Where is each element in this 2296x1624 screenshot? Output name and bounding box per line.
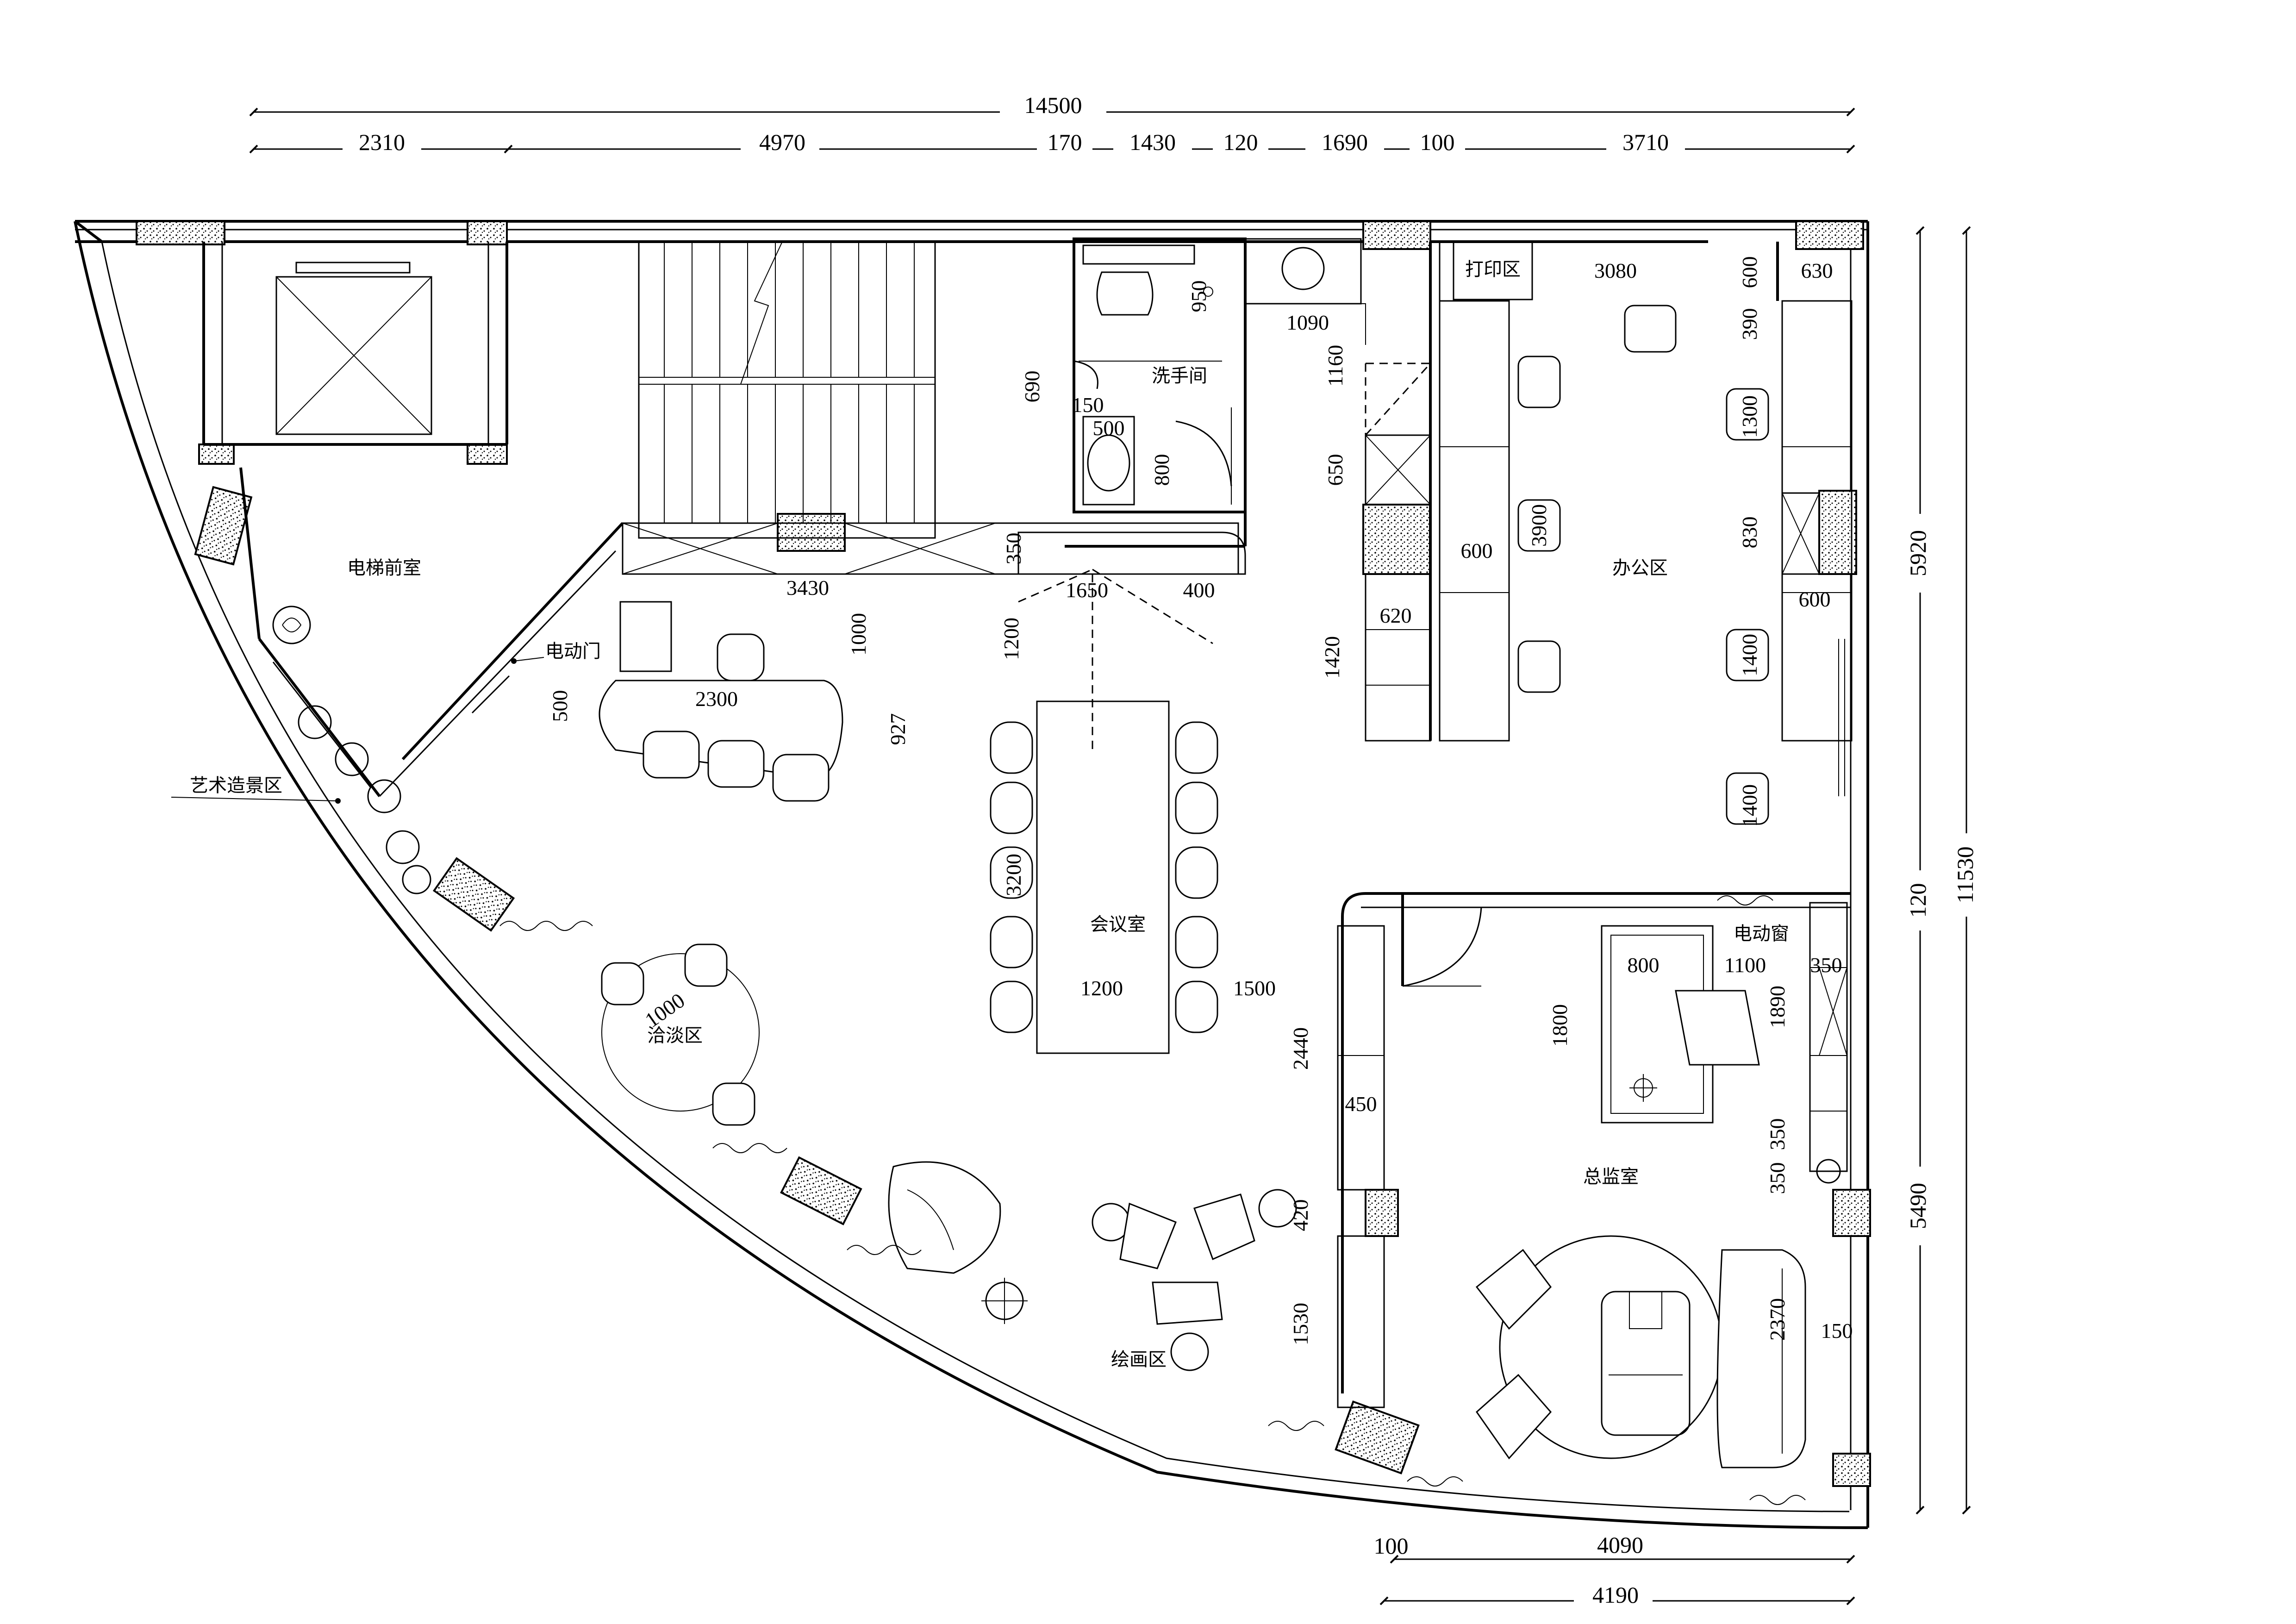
label-electric-door: 电动门	[545, 641, 601, 662]
dim-right-mid: 120	[1905, 883, 1931, 918]
dim-690: 690	[1020, 371, 1044, 403]
art-planters	[298, 705, 1806, 1505]
label-elevator-lobby: 电梯前室	[347, 557, 421, 579]
dim-600-a: 600	[1461, 539, 1493, 562]
dim-1400-a: 1400	[1738, 634, 1761, 676]
bottom-dimensions: 4190 100 4090	[1374, 1532, 1855, 1609]
label-art-area: 艺术造景区	[190, 775, 282, 796]
dim-seg-5: 120	[1223, 129, 1258, 155]
dim-450: 450	[1345, 1092, 1377, 1116]
dim-seg-4: 1430	[1129, 129, 1176, 155]
dim-1650: 1650	[1066, 578, 1108, 602]
dim-3080: 3080	[1594, 259, 1637, 282]
dim-1400-b: 1400	[1738, 784, 1761, 827]
dim-1200-b: 1200	[1080, 976, 1123, 1000]
dim-1420: 1420	[1320, 636, 1344, 679]
director-office	[1337, 892, 1851, 1468]
dim-1090: 1090	[1286, 311, 1329, 334]
dim-350-a: 350	[1002, 533, 1025, 565]
dim-1300: 1300	[1738, 395, 1761, 438]
dim-right-total: 11530	[1952, 846, 1978, 903]
label-electric-window: 电动窗	[1734, 923, 1789, 944]
dim-950: 950	[1187, 281, 1210, 312]
dim-seg-6: 1690	[1322, 129, 1368, 155]
dim-927: 927	[886, 713, 910, 745]
dim-3900: 3900	[1527, 504, 1551, 547]
dim-400: 400	[1183, 578, 1215, 602]
dim-1000-a: 1000	[847, 613, 870, 656]
label-washroom: 洗手间	[1152, 365, 1207, 387]
dim-800-a: 800	[1150, 454, 1173, 486]
dim-seg-1: 2310	[359, 129, 405, 155]
painting-area	[888, 1161, 1297, 1371]
dim-1100: 1100	[1724, 953, 1766, 977]
dim-350-c: 350	[1766, 1118, 1789, 1150]
dim-1500: 1500	[1233, 976, 1276, 1000]
label-meeting-room: 会议室	[1090, 914, 1146, 935]
top-dimensions: 14500 2310 4970 170 1430 120 1690 100 37…	[249, 92, 1855, 156]
dim-right-lower: 5490	[1905, 1183, 1931, 1229]
label-print-area: 打印区	[1465, 259, 1521, 280]
dim-2370: 2370	[1766, 1298, 1789, 1341]
office-chairs	[1517, 305, 1769, 825]
dim-3430: 3430	[786, 576, 829, 600]
structural-columns	[136, 220, 1871, 1487]
dim-1530: 1530	[1289, 1303, 1312, 1345]
dim-2300: 2300	[695, 687, 738, 711]
dim-650: 650	[1323, 454, 1347, 486]
dim-1160: 1160	[1323, 345, 1347, 387]
room-labels: 电梯前室 洗手间 打印区 办公区 会议室 洽淡区 总监室 绘画区 艺术造景区 电…	[171, 259, 1789, 1370]
dim-bottom-left: 100	[1374, 1533, 1409, 1559]
elevator-core	[202, 242, 508, 446]
dim-seg-7: 100	[1420, 129, 1455, 155]
dim-600-b: 600	[1738, 256, 1761, 288]
inner-dimensions: 950 690 150 500 800 1090 1160 650 600 62…	[548, 256, 1853, 1346]
dim-350-d: 350	[1766, 1162, 1789, 1194]
dim-390: 390	[1738, 308, 1761, 340]
dim-seg-2: 4970	[759, 129, 805, 155]
dim-seg-3: 170	[1048, 129, 1082, 155]
dim-total-width: 14500	[1024, 92, 1082, 118]
reception-desk	[599, 601, 843, 802]
label-office-area: 办公区	[1612, 557, 1668, 579]
dim-350-b: 350	[1810, 953, 1842, 977]
dim-150-b: 150	[1821, 1319, 1853, 1343]
dim-bottom-total: 4190	[1592, 1582, 1639, 1608]
building-outline	[74, 220, 1869, 1529]
dim-1890: 1890	[1766, 986, 1789, 1028]
dim-150-a: 150	[1072, 393, 1104, 417]
staircase	[379, 241, 1239, 797]
dim-420: 420	[1289, 1199, 1312, 1231]
dim-2440: 2440	[1289, 1027, 1312, 1070]
dim-600-c: 600	[1799, 587, 1831, 611]
dim-500-b: 500	[548, 690, 572, 722]
dim-3200: 3200	[1002, 854, 1025, 896]
dim-1200-a: 1200	[999, 618, 1023, 660]
label-director-office: 总监室	[1583, 1166, 1639, 1187]
dim-630: 630	[1801, 259, 1833, 282]
dim-seg-8: 3710	[1622, 129, 1669, 155]
dim-bottom-right: 4090	[1597, 1532, 1643, 1558]
right-dimensions: 5920 120 5490 11530	[1898, 226, 1978, 1515]
dim-620: 620	[1380, 604, 1412, 627]
label-painting-area: 绘画区	[1111, 1349, 1167, 1370]
meeting-room	[990, 568, 1218, 1054]
dim-800-b: 800	[1628, 953, 1660, 977]
label-negotiation-area: 洽淡区	[647, 1025, 703, 1046]
lobby-partition	[239, 467, 510, 797]
dim-500-a: 500	[1093, 416, 1125, 440]
dim-right-upper: 5920	[1905, 530, 1931, 576]
dim-830: 830	[1738, 517, 1761, 549]
negotiation-area	[601, 943, 760, 1126]
dim-1800: 1800	[1548, 1004, 1572, 1047]
office-core	[1245, 241, 1853, 742]
